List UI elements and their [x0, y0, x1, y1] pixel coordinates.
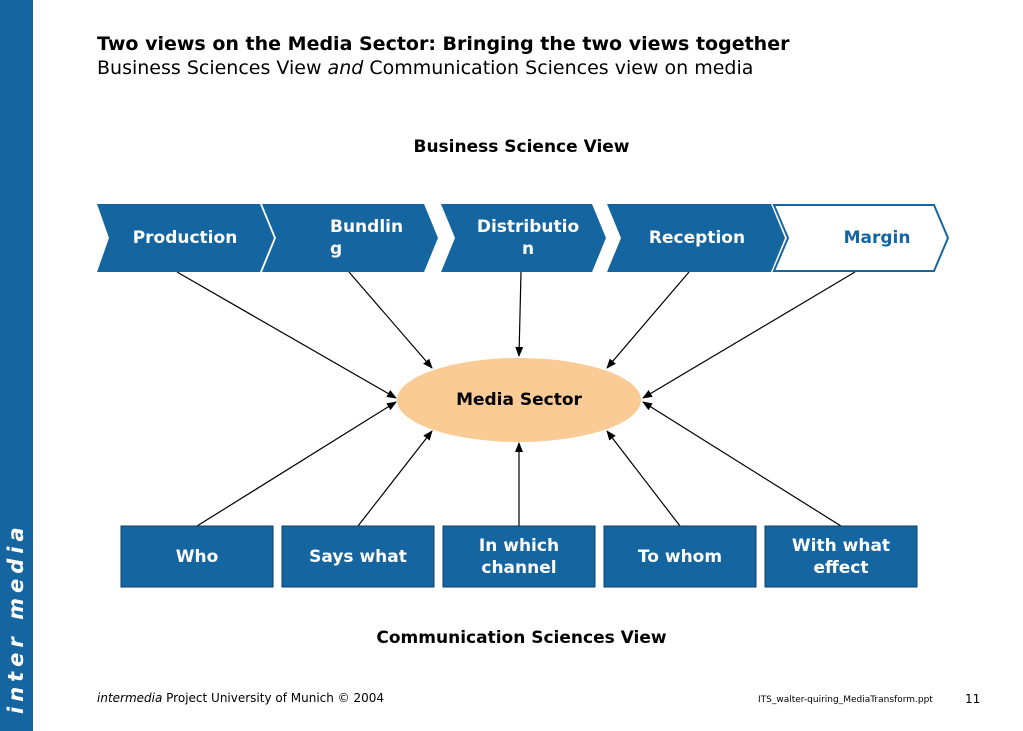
box-to-whom	[603, 525, 757, 588]
chevron-production	[97, 204, 274, 272]
slide-subtitle: Business Sciences View and Communication…	[97, 57, 754, 79]
chevron-label-reception: Reception	[648, 228, 746, 248]
box-label-channel: In which channel	[478, 535, 560, 578]
arrow-margin	[642, 271, 856, 399]
chevron-reception	[607, 204, 785, 272]
arrow-to-whom	[606, 430, 681, 527]
box-label-says-what: Says what	[309, 546, 407, 567]
chevron-bundling	[262, 204, 438, 272]
chevron-distribution	[441, 204, 606, 272]
arrow-reception	[606, 271, 690, 369]
media-sector-label: Media Sector	[456, 390, 582, 410]
chevron-label-bundling: Bundlin g	[330, 217, 404, 259]
arrow-production	[176, 271, 397, 399]
slide-title: Two views on the Media Sector: Bringing …	[97, 33, 790, 55]
box-label-effect: With what effect	[791, 535, 891, 578]
chevron-label-production: Production	[132, 228, 238, 248]
box-label-to-whom: To whom	[637, 546, 723, 567]
sidebar: inter media	[0, 0, 33, 731]
box-says-what	[281, 525, 435, 588]
box-who	[120, 525, 274, 588]
chevron-label-margin: Margin	[843, 228, 911, 248]
arrow-who	[196, 401, 397, 527]
arrow-bundling	[348, 271, 433, 369]
communication-sciences-heading: Communication Sciences View	[376, 628, 667, 648]
business-science-heading: Business Science View	[413, 137, 630, 157]
arrow-says-what	[357, 430, 433, 527]
arrow-distribution	[515, 271, 524, 357]
chevron-label-distribution: Distributio n	[476, 217, 580, 259]
box-label-who: Who	[175, 546, 219, 567]
page-number: 11	[965, 692, 981, 706]
footer-credit: intermedia Project University of Munich …	[97, 691, 385, 705]
arrow-effect	[642, 401, 842, 527]
box-channel	[442, 525, 596, 588]
media-sector-ellipse	[397, 358, 641, 442]
chevron-margin	[772, 204, 950, 272]
box-effect	[764, 525, 918, 588]
footer-filename: ITS_walter-quiring_MediaTransform.ppt	[758, 695, 933, 705]
